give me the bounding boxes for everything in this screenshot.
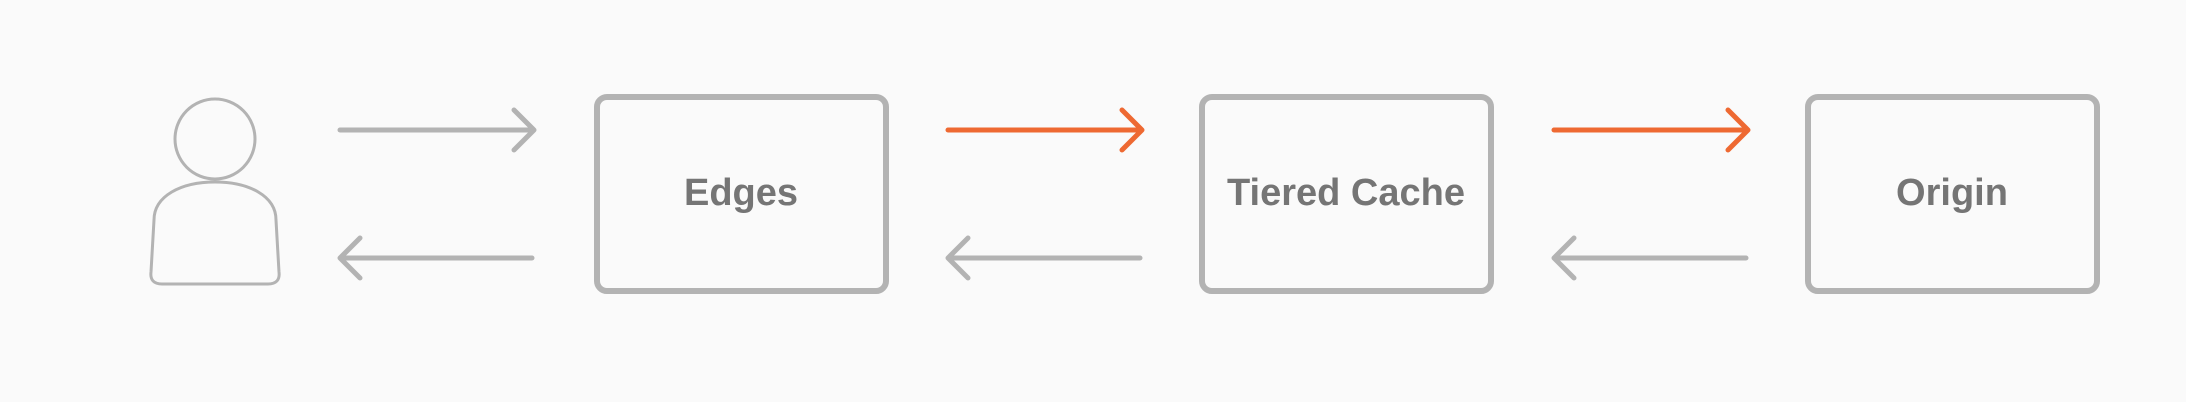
origin-label: Origin [1896, 172, 2008, 214]
arrow-edges-to-tiered-cache [945, 107, 1145, 153]
user-icon [149, 97, 281, 286]
arrow-tiered-cache-to-edges [945, 235, 1143, 281]
arrow-tiered-cache-to-origin [1551, 107, 1751, 153]
origin-box [1805, 94, 2100, 294]
tiered-cache-label: Tiered Cache [1227, 172, 1465, 214]
arrow-edges-to-user [337, 235, 535, 281]
arrow-user-to-edges [337, 107, 537, 153]
tiered-cache-box [1199, 94, 1494, 294]
edges-label: Edges [684, 172, 798, 214]
edges-box [594, 94, 889, 294]
arrow-origin-to-tiered-cache [1551, 235, 1749, 281]
